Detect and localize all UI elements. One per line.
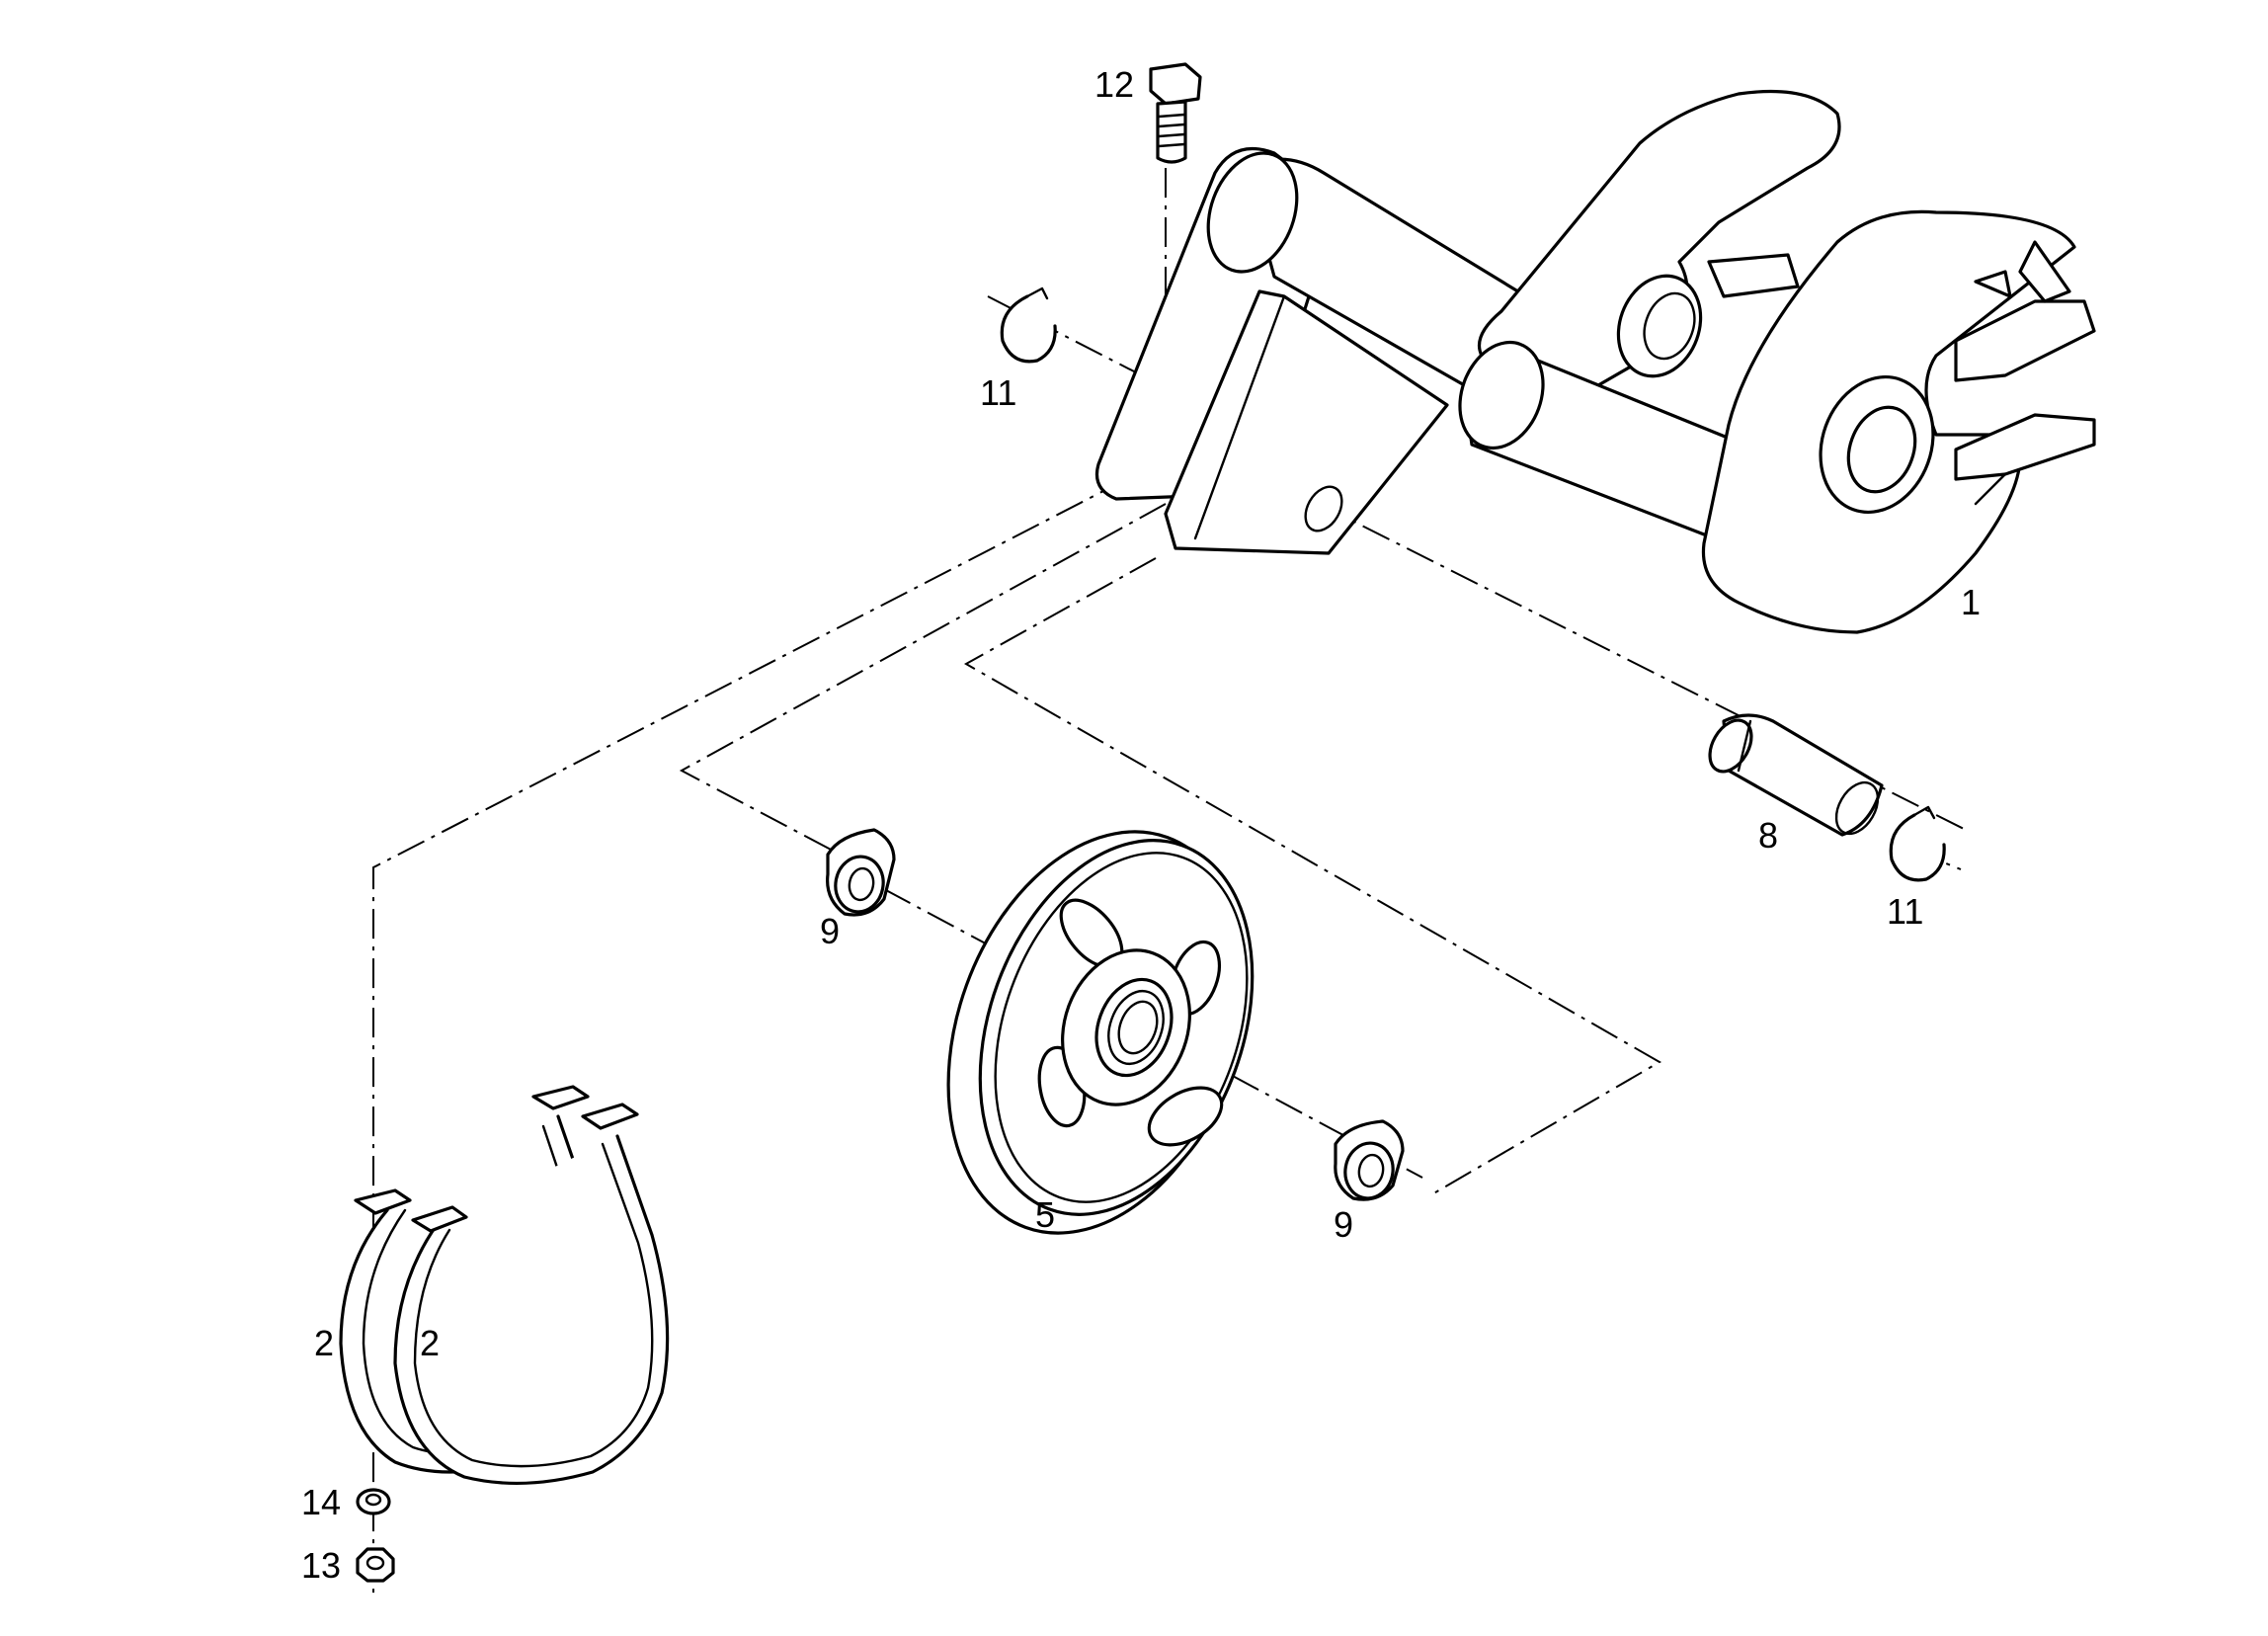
part-5-pulley — [946, 830, 1255, 1235]
label-part-2-right: 2 — [420, 1323, 440, 1363]
part-12-hex-bolt — [1149, 62, 1202, 164]
label-part-2-left: 2 — [314, 1323, 334, 1363]
part-13-hex-nut — [356, 1547, 395, 1583]
part-2-brake-band-right — [393, 1103, 670, 1486]
label-part-11-lower: 11 — [1887, 891, 1923, 932]
label-part-9-upper: 9 — [820, 911, 840, 951]
callout-labels: 1 2 2 5 8 9 9 11 11 12 13 14 — [301, 64, 1981, 1586]
part-9-bushing-upper — [826, 828, 896, 917]
label-part-11-upper: 11 — [980, 372, 1016, 413]
label-part-9-lower: 9 — [1334, 1204, 1353, 1245]
part-9-bushing-lower — [1334, 1119, 1405, 1201]
part-8-pivot-pin — [1708, 713, 1884, 837]
label-part-13: 13 — [301, 1545, 341, 1586]
part-11-snap-ring-upper — [1000, 286, 1057, 364]
label-part-12: 12 — [1094, 64, 1134, 105]
label-part-1: 1 — [1961, 582, 1981, 622]
label-part-5: 5 — [1035, 1194, 1055, 1235]
label-part-8: 8 — [1758, 815, 1778, 856]
label-part-14: 14 — [301, 1482, 341, 1522]
part-11-snap-ring-lower — [1889, 805, 1946, 882]
part-1-swing-arm-bracket — [1094, 89, 2096, 634]
part-14-washer — [356, 1488, 391, 1515]
